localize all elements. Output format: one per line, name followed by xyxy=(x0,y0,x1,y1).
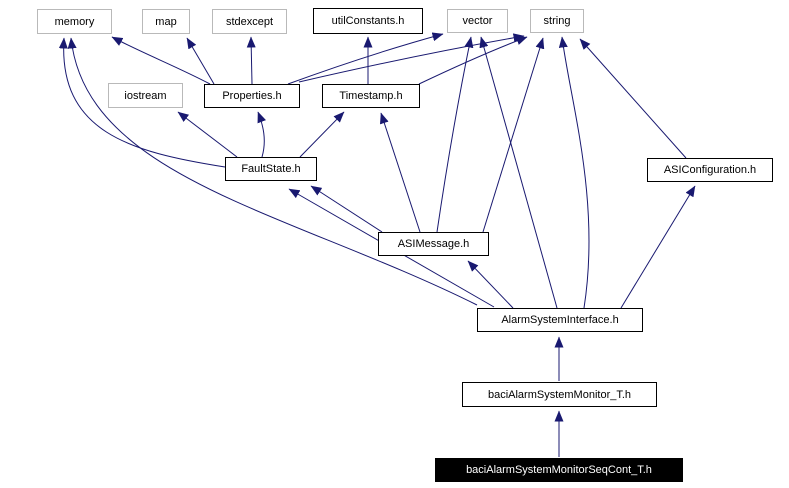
edge-asimessage-faultstate xyxy=(310,185,383,233)
edge-faultstate-iostream xyxy=(177,111,238,158)
edge-asiconfiguration-string xyxy=(579,38,687,159)
edge-alarmsysteminterface-vector xyxy=(479,36,558,309)
node-faultstate-h[interactable]: FaultState.h xyxy=(225,157,317,181)
node-properties-h[interactable]: Properties.h xyxy=(204,84,300,108)
edge-timestamp-string xyxy=(418,36,528,85)
node-root-bacialarmsystemmonitorseqcont-t-h: baciAlarmSystemMonitorSeqCont_T.h xyxy=(435,458,683,482)
node-bacialarmsystemmonitor-t-h[interactable]: baciAlarmSystemMonitor_T.h xyxy=(462,382,657,407)
edge-alarmsysteminterface-asiconfiguration xyxy=(620,185,696,309)
edge-faultstate-memory xyxy=(58,37,226,168)
node-asimessage-h[interactable]: ASIMessage.h xyxy=(378,232,489,256)
node-utilconstants-h[interactable]: utilConstants.h xyxy=(313,8,423,34)
edge-faultstate-properties xyxy=(257,111,266,158)
edge-alarmsysteminterface-string xyxy=(558,36,590,309)
node-vector: vector xyxy=(447,9,508,33)
edge-asimessage-timestamp xyxy=(379,112,421,233)
node-string: string xyxy=(530,9,584,33)
edge-properties-vector xyxy=(287,32,444,85)
node-timestamp-h[interactable]: Timestamp.h xyxy=(322,84,420,108)
node-map: map xyxy=(142,9,190,34)
edge-properties-map xyxy=(186,37,215,85)
edge-alarmsysteminterface-memory xyxy=(67,37,478,306)
node-asiconfiguration-h[interactable]: ASIConfiguration.h xyxy=(647,158,773,182)
edge-asimessage-string xyxy=(482,37,545,233)
edge-properties-stdexcept xyxy=(246,36,256,85)
edge-alarmsysteminterface-asimessage xyxy=(467,260,514,309)
edge-properties-memory xyxy=(111,36,211,85)
node-stdexcept: stdexcept xyxy=(212,9,287,34)
node-iostream: iostream xyxy=(108,83,183,108)
edge-properties-string xyxy=(298,33,525,83)
node-alarmsysteminterface-h[interactable]: AlarmSystemInterface.h xyxy=(477,308,643,332)
edge-faultstate-timestamp xyxy=(299,111,345,158)
node-memory: memory xyxy=(37,9,112,34)
edge-asimessage-vector xyxy=(436,36,474,233)
